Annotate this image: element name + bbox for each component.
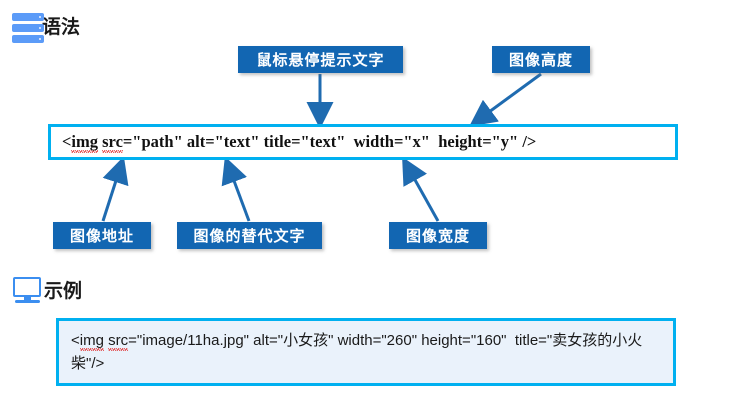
token-attr-src: src	[108, 332, 129, 351]
section-header-syntax: 语法	[12, 12, 80, 43]
token-attr-src: src	[102, 131, 123, 153]
monitor-icon	[12, 276, 46, 306]
token-rest: ="image/11ha.jpg" alt="小女孩" width="260" …	[71, 332, 643, 373]
arrow-height	[469, 72, 542, 127]
example-code-text: <img src="image/11ha.jpg" alt="小女孩" widt…	[71, 329, 661, 376]
callout-src-attribute: 图像地址	[53, 222, 151, 249]
token-attr-height: height="y"	[429, 131, 519, 151]
list-icon	[12, 12, 44, 43]
section-title-example: 示例	[44, 280, 83, 302]
callout-width-attribute: 图像宽度	[389, 222, 487, 249]
example-code-box: <img src="image/11ha.jpg" alt="小女孩" widt…	[56, 318, 676, 386]
token-tag: img	[71, 131, 98, 153]
section-header-example: 示例	[12, 276, 82, 306]
token-close: />	[518, 131, 537, 151]
callout-height-attribute: 图像高度	[492, 46, 590, 73]
callout-alt-attribute: 图像的替代文字	[177, 222, 322, 249]
token-tag: img	[79, 332, 104, 351]
token-open: <	[71, 332, 80, 349]
callout-title-attribute: 鼠标悬停提示文字	[238, 46, 403, 73]
token-open: <	[62, 131, 72, 151]
arrow-src	[101, 156, 129, 222]
arrow-alt	[221, 156, 251, 222]
token-attr-width: width="x"	[345, 131, 430, 151]
arrow-width	[402, 156, 440, 222]
token-val-path: ="path"	[122, 131, 183, 151]
token-attr-title: title="text"	[259, 131, 346, 151]
syntax-code-text: <img src="path" alt="text" title="text" …	[62, 131, 537, 153]
token-attr-alt: alt="text"	[182, 131, 260, 151]
section-title-syntax: 语法	[42, 17, 81, 38]
syntax-code-box: <img src="path" alt="text" title="text" …	[48, 124, 678, 160]
